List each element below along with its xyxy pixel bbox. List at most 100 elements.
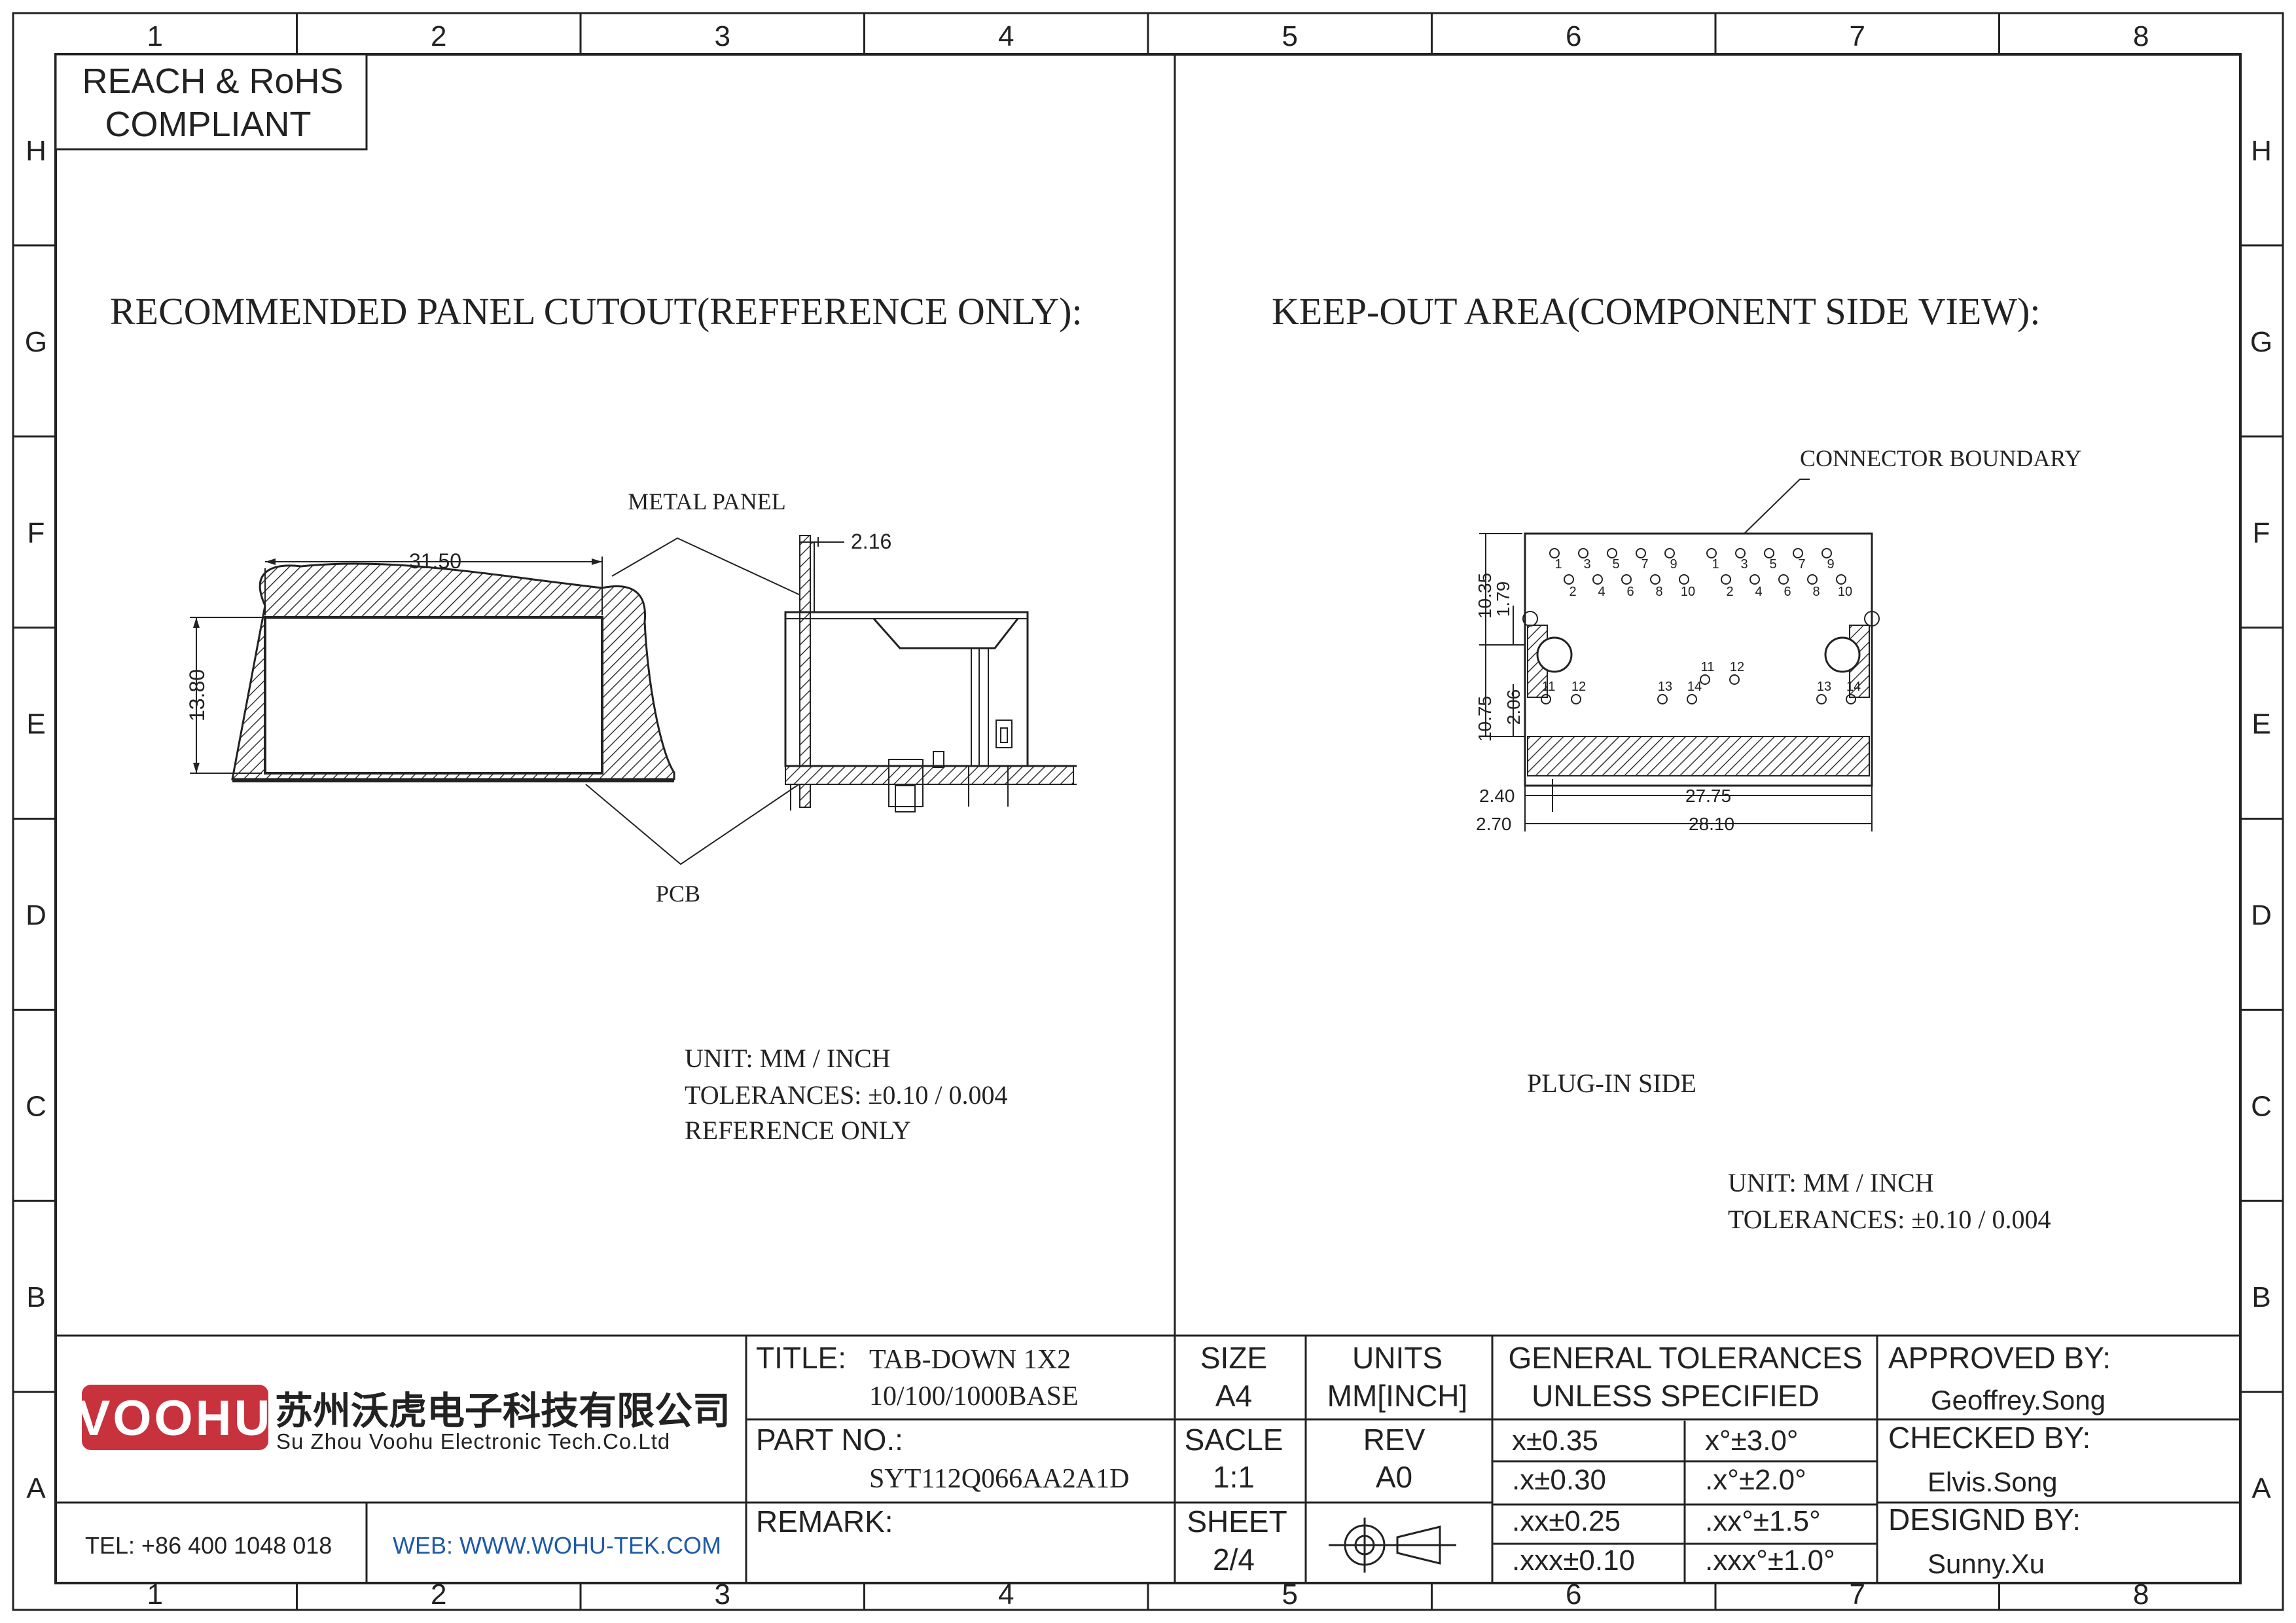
pin-label: 12 — [1571, 680, 1586, 694]
pin-hole — [1679, 574, 1689, 585]
pin-hole — [1807, 574, 1818, 585]
pcb-label: PCB — [656, 881, 700, 907]
panel-cutout-front: 31.50 13.80 — [185, 549, 675, 782]
part-no-label: PART NO.: — [756, 1423, 903, 1457]
pin-label: 13 — [1658, 680, 1672, 694]
dim-d4: 2.06 — [1503, 689, 1524, 725]
pin-label: 6 — [1626, 585, 1634, 599]
keep-out-dims — [1479, 533, 1873, 831]
pin-label: 12 — [1730, 660, 1744, 674]
pin-hole — [1729, 674, 1740, 685]
pin-hole — [1706, 548, 1717, 558]
dim-d6: 27.75 — [1685, 786, 1731, 806]
company-name-en: Su Zhou Voohu Electronic Tech.Co.Ltd — [276, 1429, 670, 1453]
pin-label: 14 — [1687, 680, 1702, 694]
pin-hole — [1541, 694, 1551, 704]
general-tolerances-line2: UNLESS SPECIFIED — [1532, 1379, 1820, 1413]
title-line2: 10/100/1000BASE — [869, 1381, 1079, 1412]
size-value: A4 — [1215, 1379, 1252, 1413]
pin-hole — [1793, 548, 1803, 558]
zone-column-label: 1 — [147, 20, 163, 52]
pin-hole — [1721, 574, 1731, 585]
tel: TEL: +86 400 1048 018 — [85, 1532, 332, 1559]
company-name-cn: 苏州沃虎电子科技有限公司 — [275, 1390, 730, 1432]
title-line1: TAB-DOWN 1X2 — [869, 1345, 1071, 1375]
right-note-unit: UNIT: MM / INCH — [1728, 1168, 1934, 1197]
zone-column-label: 8 — [2133, 1578, 2149, 1611]
logo-text: VOOHU — [77, 1391, 273, 1446]
general-tolerances-line1: GENERAL TOLERANCES — [1508, 1341, 1862, 1375]
zone-row-label: F — [27, 517, 45, 549]
checked-label: CHECKED BY: — [1888, 1421, 2090, 1455]
pin-label: 9 — [1670, 557, 1677, 572]
pin-hole — [1592, 574, 1603, 585]
zone-column-label: 3 — [715, 20, 730, 52]
dim-d5: 2.40 — [1479, 786, 1515, 806]
zone-row-label: C — [2251, 1090, 2272, 1122]
designed-by: Sunny.Xu — [1928, 1548, 2045, 1579]
tolerance-angular: x°±3.0° — [1705, 1425, 1799, 1457]
pin-label: 5 — [1612, 557, 1619, 572]
zone-row-label: B — [2251, 1281, 2270, 1313]
sheet-label: SHEET — [1187, 1504, 1287, 1539]
left-view-heading: RECOMMENDED PANEL CUTOUT(REFFERENCE ONLY… — [110, 290, 1083, 333]
rev-label: REV — [1363, 1423, 1426, 1457]
tolerance-linear: x±0.35 — [1512, 1425, 1598, 1457]
units-label: UNITS — [1352, 1341, 1443, 1375]
pin-label: 10 — [1681, 585, 1695, 599]
pin-hole — [1650, 574, 1660, 585]
zone-column-label: 7 — [1850, 1578, 1865, 1611]
zone-row-label: H — [26, 135, 46, 167]
pin-label: 4 — [1598, 585, 1605, 599]
pin-hole — [1749, 574, 1760, 585]
pin-label: 14 — [1846, 680, 1861, 694]
pin-label: 7 — [1798, 557, 1805, 572]
pin-label: 13 — [1817, 680, 1831, 694]
zone-row-label: B — [26, 1281, 45, 1313]
dim-width-label: 31.50 — [409, 549, 461, 573]
zone-row-label: E — [26, 708, 45, 740]
dim-d3: 10.75 — [1475, 696, 1495, 742]
part-no-value: SYT112Q066AA2A1D — [869, 1464, 1129, 1494]
pin-hole — [1735, 548, 1746, 558]
size-label: SIZE — [1200, 1341, 1267, 1375]
dim-d7: 2.70 — [1476, 814, 1512, 834]
title-block-grid — [56, 1334, 2240, 1583]
zone-column-label: 5 — [1282, 1578, 1298, 1611]
pin-hole — [1564, 574, 1574, 585]
pin-label: 11 — [1542, 680, 1556, 694]
compliance-line2: COMPLIANT — [105, 105, 311, 144]
zone-ticks — [13, 13, 2283, 1610]
website-link[interactable]: WEB: WWW.WOHU-TEK.COM — [393, 1532, 721, 1559]
tolerance-linear: .xx±0.25 — [1512, 1505, 1621, 1537]
pin-label: 2 — [1569, 585, 1576, 599]
dim-d2: 1.79 — [1493, 581, 1513, 617]
zone-column-label: 5 — [1282, 20, 1298, 52]
zone-row-label: H — [2251, 135, 2272, 167]
compliance-box — [54, 53, 368, 151]
compliance-line1: REACH & RoHS — [82, 62, 343, 101]
designed-label: DESIGND BY: — [1888, 1503, 2081, 1537]
boundary-leader — [1744, 479, 1810, 534]
pin-hole — [1821, 548, 1832, 558]
callout-leaders — [585, 537, 802, 866]
zone-column-label: 8 — [2133, 20, 2149, 52]
zone-row-label: A — [2251, 1472, 2271, 1504]
title-label: TITLE: — [756, 1341, 846, 1375]
zone-row-label: G — [25, 326, 47, 358]
dim-d1: 10.35 — [1475, 573, 1495, 619]
pin-hole — [1687, 694, 1697, 704]
pin-label: 1 — [1712, 557, 1719, 572]
dim-d8: 28.10 — [1689, 814, 1734, 834]
pin-label: 10 — [1838, 585, 1852, 599]
pin-label: 2 — [1726, 585, 1733, 599]
zone-row-label: F — [2253, 517, 2270, 549]
scale-label: SACLE — [1185, 1423, 1283, 1457]
scale-value: 1:1 — [1213, 1460, 1255, 1494]
connector-side-view — [784, 535, 1077, 812]
zone-row-label: A — [26, 1472, 46, 1504]
zone-column-label: 1 — [147, 1578, 163, 1611]
pin-label: 8 — [1655, 585, 1662, 599]
zone-column-label: 2 — [431, 1578, 446, 1611]
